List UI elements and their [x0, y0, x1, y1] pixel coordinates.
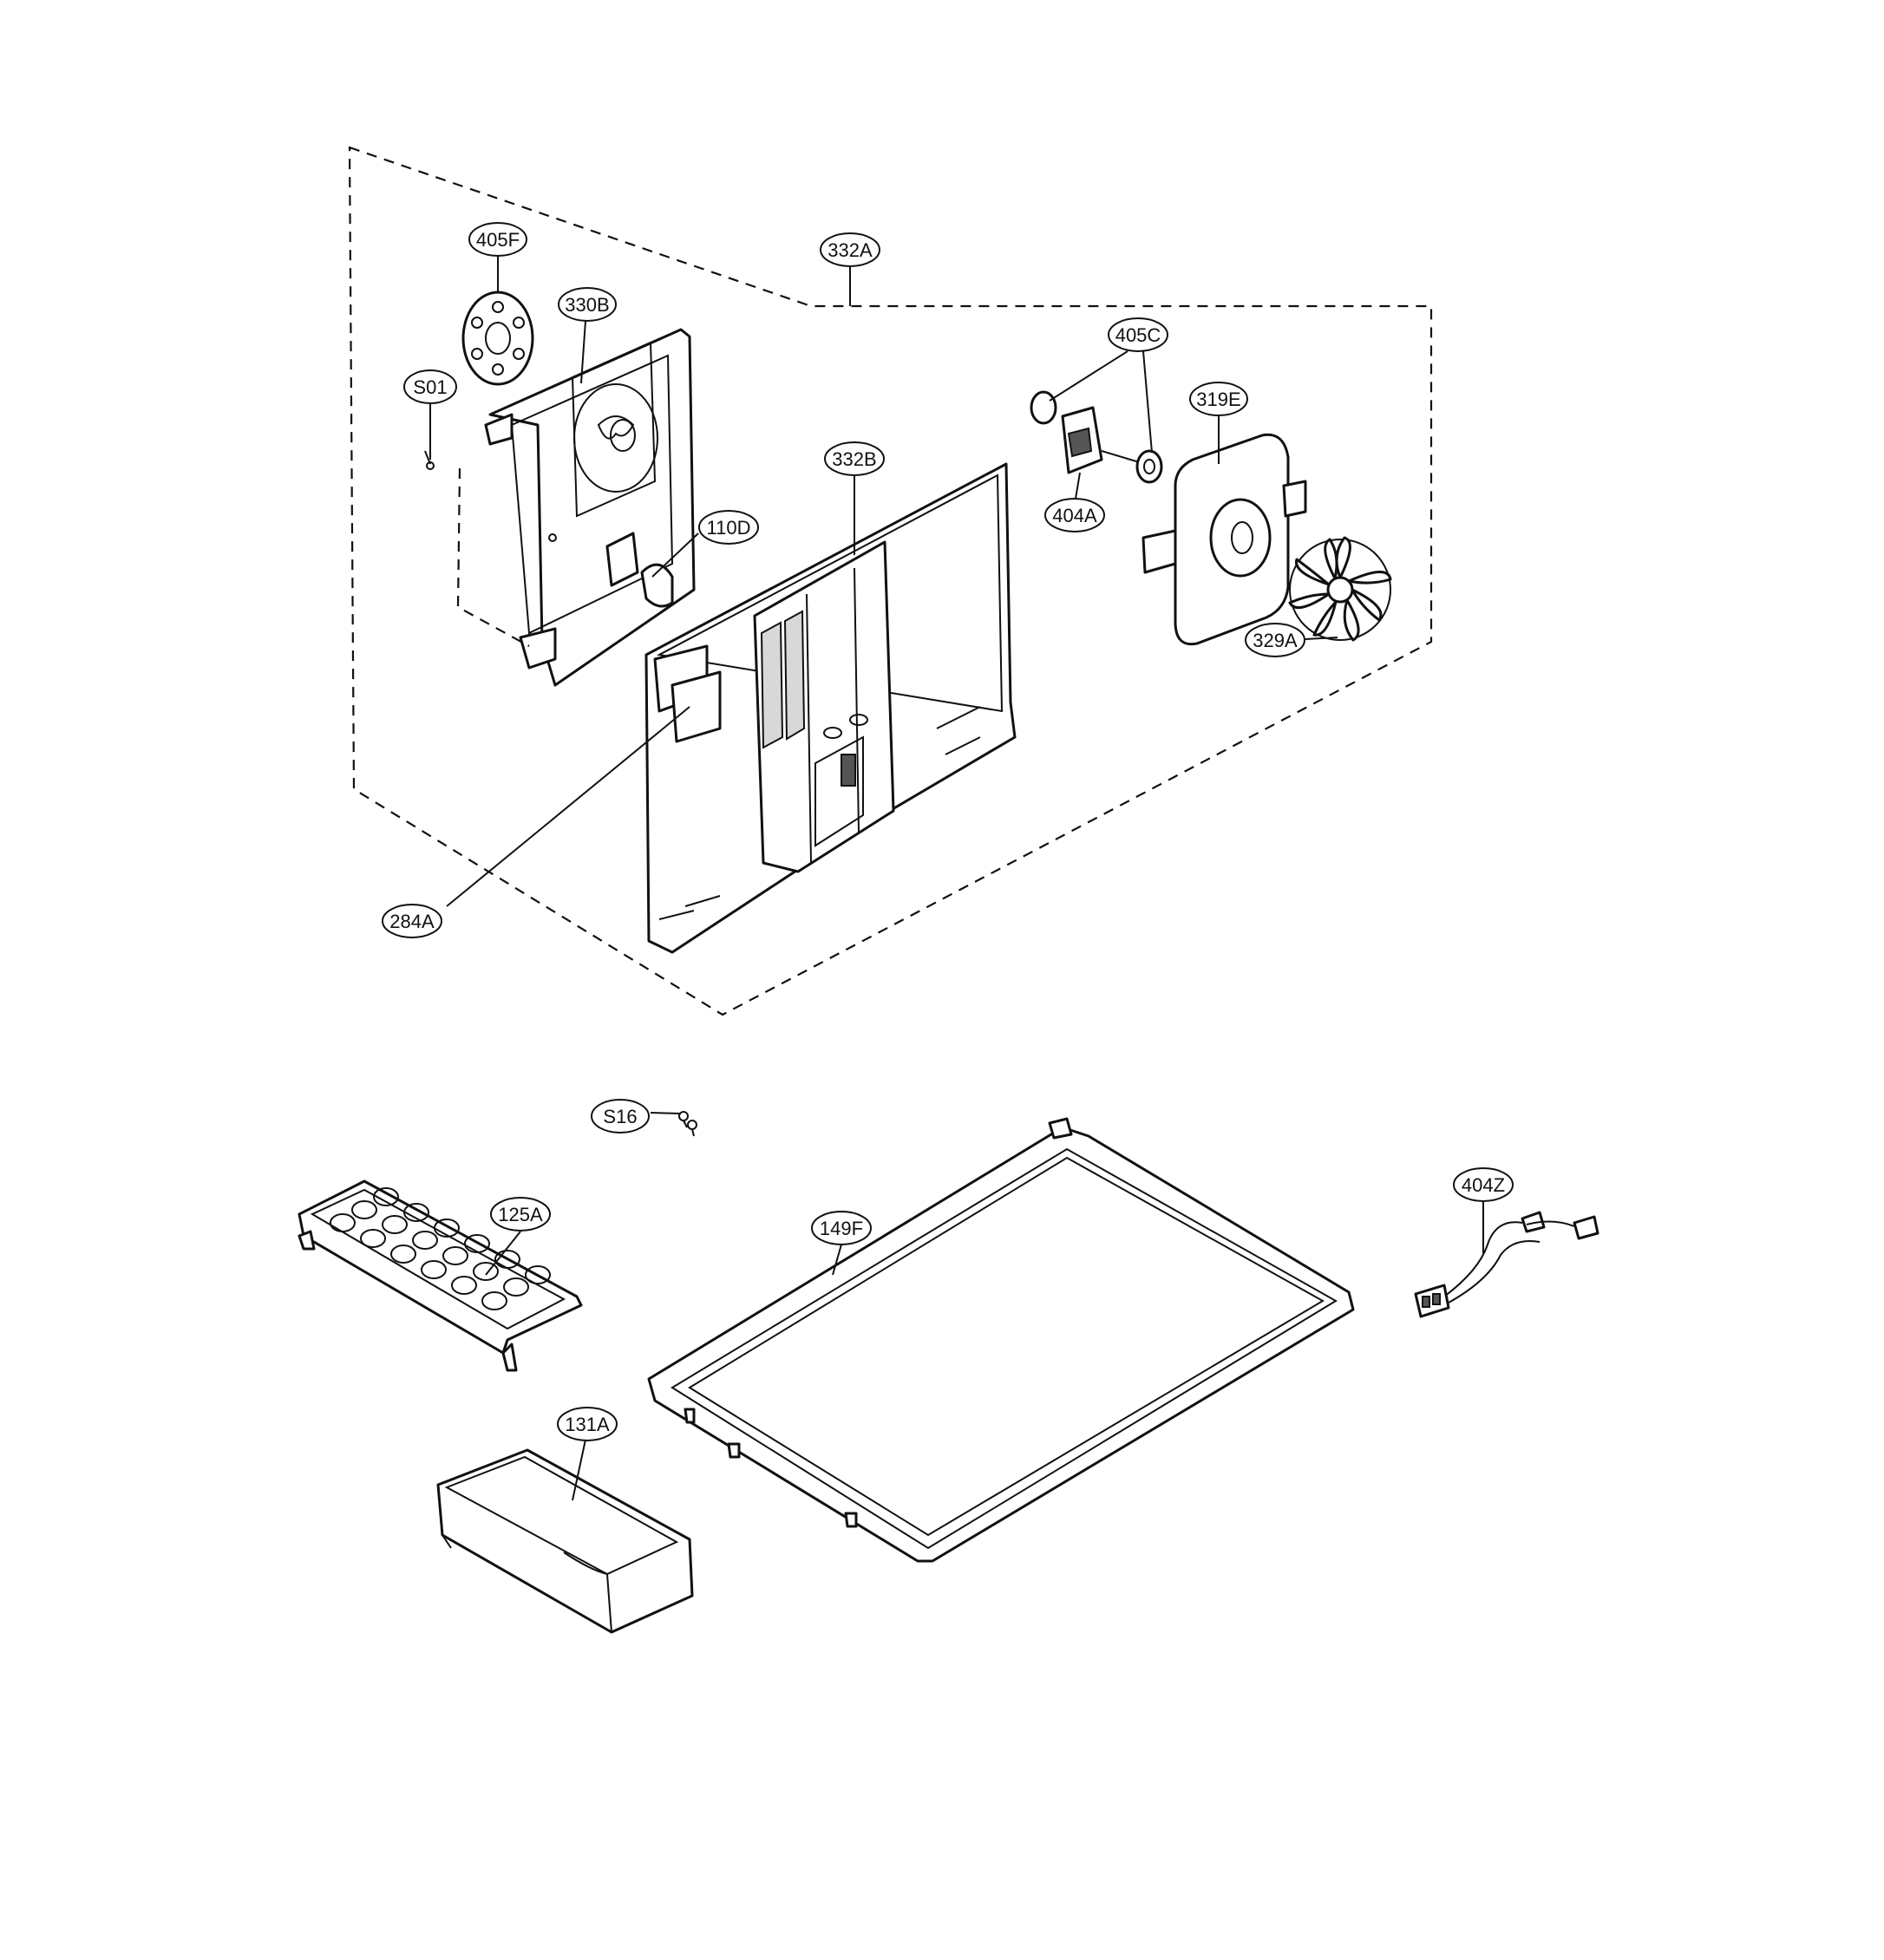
svg-text:110D: 110D	[707, 517, 751, 539]
callout-s16: S16	[591, 1099, 650, 1134]
part-319e-fan-housing	[1142, 433, 1307, 646]
screw-guide-s01	[456, 467, 530, 647]
svg-text:330B: 330B	[565, 294, 609, 316]
svg-text:404A: 404A	[1052, 505, 1097, 526]
svg-text:125A: 125A	[498, 1204, 543, 1225]
svg-text:149F: 149F	[820, 1218, 863, 1239]
part-131a-ice-bin	[436, 1448, 694, 1634]
part-s01-screw	[424, 450, 435, 470]
part-125a-ice-tray	[298, 1179, 583, 1372]
callout-332a: 332A	[820, 232, 880, 267]
callout-125a: 125A	[490, 1197, 551, 1232]
svg-text:404Z: 404Z	[1462, 1174, 1505, 1196]
callout-284a: 284A	[382, 904, 442, 938]
part-404a-motor	[1030, 390, 1163, 484]
leader-lines	[429, 256, 1484, 1501]
callout-404z: 404Z	[1453, 1167, 1514, 1202]
svg-text:405C: 405C	[1115, 324, 1161, 346]
callout-404a: 404A	[1044, 498, 1105, 532]
callout-329a: 329A	[1245, 623, 1305, 657]
callout-330b: 330B	[558, 287, 617, 322]
part-332b-cover	[644, 462, 1017, 954]
svg-text:332A: 332A	[828, 239, 873, 261]
callout-110d: 110D	[698, 510, 759, 545]
assembly-boundary-332a	[348, 146, 1433, 1016]
part-329a-fan	[1288, 536, 1392, 642]
callout-405f: 405F	[468, 222, 527, 257]
callout-131a: 131A	[557, 1407, 618, 1441]
callout-319e: 319E	[1189, 382, 1248, 416]
svg-text:284A: 284A	[389, 911, 435, 932]
svg-text:319E: 319E	[1196, 389, 1240, 410]
svg-text:329A: 329A	[1253, 630, 1298, 651]
part-404z-wire-harness	[1414, 1211, 1599, 1318]
callout-s01: S01	[403, 369, 457, 404]
svg-text:405F: 405F	[476, 229, 520, 251]
svg-text:S16: S16	[603, 1106, 637, 1127]
part-330b-bracket	[484, 328, 696, 687]
part-149f-shelf	[647, 1117, 1355, 1563]
svg-text:131A: 131A	[565, 1414, 610, 1435]
callout-405c: 405C	[1108, 317, 1168, 352]
part-s16-screws	[678, 1111, 697, 1137]
svg-text:332B: 332B	[832, 448, 876, 470]
svg-text:S01: S01	[413, 376, 447, 398]
callout-332b: 332B	[824, 441, 885, 476]
callout-149f: 149F	[811, 1211, 872, 1245]
part-405f-disc	[461, 291, 534, 386]
